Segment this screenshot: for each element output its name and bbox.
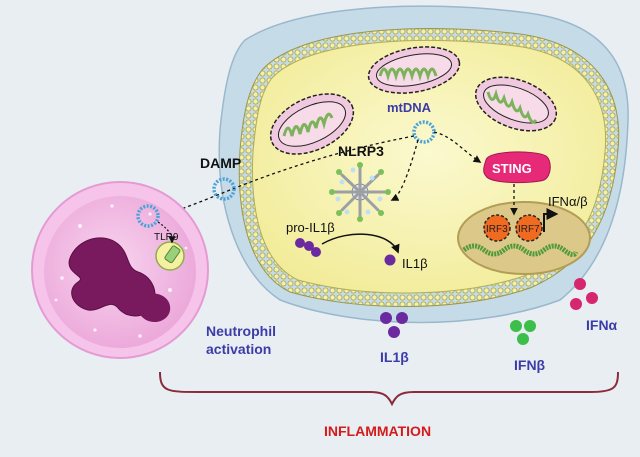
inflammation-label: INFLAMMATION <box>324 423 431 439</box>
irf3-label: IRF3 <box>486 224 508 235</box>
neutrophil-label-line1: Neutrophil <box>206 323 276 339</box>
mitochondrion-3 <box>474 76 558 132</box>
irf7-label: IRF7 <box>518 224 540 235</box>
ifnb-label: IFNβ <box>514 357 546 373</box>
mtdna-release-arrow <box>164 135 415 217</box>
damp-label: DAMP <box>200 155 241 171</box>
mitochondrion-1 <box>269 93 355 155</box>
ifna-label: IFNα <box>586 317 618 333</box>
sting-protein: STING <box>483 151 551 184</box>
mitochondrion-2 <box>367 46 461 94</box>
mtdna-label: mtDNA <box>387 100 432 115</box>
mtdna-to-sting-arrow <box>433 131 482 163</box>
il1b-inside-label: IL1β <box>402 256 428 271</box>
il1b-inside-dot <box>384 254 396 266</box>
mtdna-to-nlrp3-arrow <box>390 139 419 201</box>
nlrp3-label: NLRP3 <box>338 143 384 159</box>
sting-label: STING <box>492 161 532 176</box>
il1b-outside-dots <box>380 312 408 338</box>
inflammation-brace <box>159 371 619 407</box>
ifnb-dots <box>510 320 536 345</box>
transcription-arrow <box>543 208 559 232</box>
irf7-protein: IRF7 <box>515 214 543 242</box>
cleavage-arrow <box>321 233 400 254</box>
damp-ring <box>212 177 236 201</box>
internalized-dna-ring <box>136 204 160 228</box>
neutrophil-cell <box>31 181 209 359</box>
nlrp3-inflammasome <box>329 162 391 222</box>
ifna-dots <box>570 278 598 310</box>
il1b-outside-label: IL1β <box>380 349 409 365</box>
neutrophil-nucleus <box>68 237 156 317</box>
ifn-ab-label: IFNα/β <box>548 194 588 209</box>
pro-il1b-label: pro-IL1β <box>286 220 335 235</box>
pro-il1b-dots <box>295 238 321 257</box>
irf3-protein: IRF3 <box>483 214 511 242</box>
neutrophil-label-line2: activation <box>206 341 271 357</box>
tlr9-label: TLR9 <box>154 232 179 243</box>
tlr9-endosome <box>155 241 185 271</box>
